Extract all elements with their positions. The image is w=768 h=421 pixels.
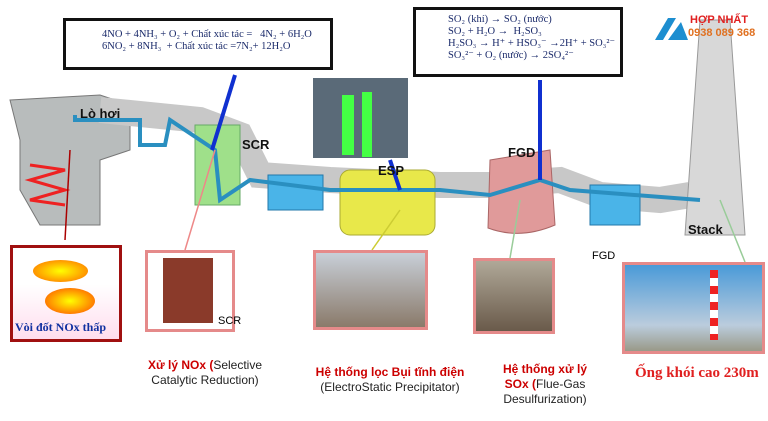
caption-scr: Xử lý NOx (Selective Catalytic Reduction… (130, 358, 280, 388)
caption-scr-title: Xử lý NOx ( (147, 358, 214, 372)
label-boiler: Lò hơi (80, 106, 121, 121)
scr-photo: SCR (145, 250, 241, 332)
caption-fgd-title: Hệ thống xử lý (502, 362, 588, 376)
arrow-esp (388, 159, 402, 191)
caption-esp-desc: (ElectroStatic Precipitator) (320, 380, 460, 394)
caption-esp-title: Hệ thống lọc Bụi tĩnh điện (315, 365, 465, 379)
esp-inset-image (313, 78, 408, 158)
scr-equation: 4NO + 4NH₃ + O₂ + Chất xúc tác = 4N₂ + 6… (102, 29, 312, 40)
connector-stack (719, 199, 746, 263)
label-fgd: FGD (508, 145, 536, 160)
caption-burner: Vòi đốt NOx thấp (15, 320, 107, 334)
chimney-image (710, 270, 718, 340)
burner-flame-icon (24, 163, 71, 207)
label-esp: ESP (378, 163, 405, 178)
flue-gas-path (73, 115, 701, 204)
flame-icon (45, 288, 95, 314)
fgd-photo (473, 258, 555, 334)
flame-icon (33, 260, 88, 282)
caption-stack: Ống khói cao 230m (635, 365, 759, 381)
arrow-scr (210, 74, 237, 151)
stack-photo (622, 262, 765, 354)
fgd-equation: SO₂ (khí) → SO₂ (nước) (448, 14, 552, 25)
scr-equation: 6NO₂ + 8NH₃ + Chất xúc tác =7N₂+ 12H₂O (102, 41, 291, 52)
caption-scr-desc: Selective Catalytic Reduction) (151, 358, 263, 387)
scr-catalyst-image (163, 258, 213, 323)
caption-fgd-title2: SOx ( (504, 377, 536, 391)
logo-icon (655, 18, 688, 40)
connector-esp (371, 209, 401, 251)
scr-equations-box: 4NO + 4NH₃ + O₂ + Chất xúc tác = 4N₂ + 6… (63, 18, 333, 70)
label-stack: Stack (688, 222, 723, 237)
fgd-equation: SO₂ + H₂O → H₂SO₃ (448, 26, 542, 37)
stack-shape (684, 19, 746, 236)
fgd-equation: H₂SO₃ → H⁺ + HSO₃⁻ →2H⁺ + SO₃²⁻ (448, 38, 616, 49)
logo-name: HỢP NHẤT (690, 14, 749, 26)
esp-unit (339, 169, 436, 236)
scr-photo-label: SCR (218, 315, 242, 327)
caption-esp: Hệ thống lọc Bụi tĩnh điện(ElectroStatic… (300, 365, 480, 395)
caption-fgd-desc: Flue-Gas Desulfurization) (503, 377, 587, 406)
esp-photo (313, 250, 428, 330)
fan-1 (267, 174, 324, 211)
connector-burner (64, 149, 71, 241)
connector-fgd (509, 199, 521, 259)
logo-phone: 0938 089 368 (688, 27, 756, 39)
fgd-equations-box: SO₂ (khí) → SO₂ (nước) SO₂ + H₂O → H₂SO₃… (413, 7, 623, 77)
label-scr: SCR (242, 137, 270, 152)
label-fgd-small: FGD (592, 250, 616, 262)
burner-photo: Vòi đốt NOx thấp (10, 245, 122, 342)
connector-scr (184, 149, 216, 251)
fgd-equation: SO₃²⁻ + O₂ (nước) → 2SO₄²⁻ (448, 50, 574, 61)
